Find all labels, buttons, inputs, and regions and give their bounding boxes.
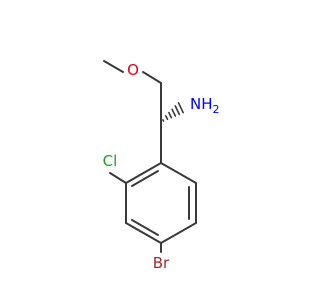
- structure-canvas: O NH2 Cl Br: [102, 60, 220, 272]
- oxygen-label: O: [127, 61, 139, 79]
- bond-ring-chlorine: [109, 172, 127, 184]
- ring-double-bond-c1-c2: [131, 170, 159, 187]
- ring-bond-c6-c1: [160, 162, 197, 184]
- bromine-label: Br: [153, 254, 170, 272]
- bond-oxygen-ch2: [142, 71, 162, 84]
- bond-methyl-oxygen: [103, 60, 124, 73]
- molecule-drawing: O NH2 Cl Br: [103, 60, 220, 272]
- hashed-wedge-bond: [162, 102, 184, 122]
- ring-bond-c4-c5: [160, 222, 197, 244]
- amine-symbol: NH: [190, 95, 213, 113]
- ring-double-bond-c3-c4: [131, 219, 159, 236]
- amine-subscript: 2: [213, 103, 220, 116]
- chlorine-label: Cl: [103, 152, 118, 170]
- amine-label: NH2: [190, 95, 220, 116]
- ring-bond-c1-c2: [125, 162, 162, 184]
- ring-bond-c3-c4: [125, 222, 162, 244]
